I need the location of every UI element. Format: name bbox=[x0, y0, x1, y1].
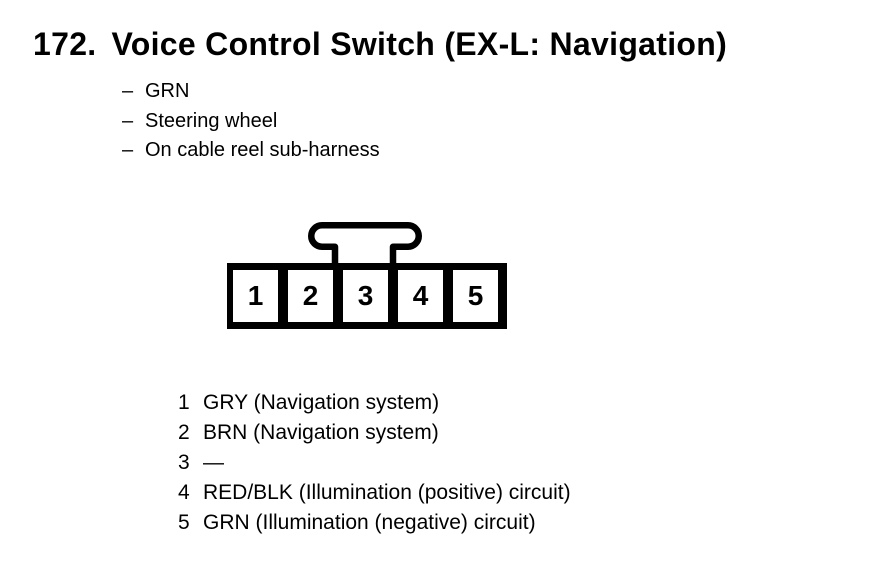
pin-number: 4 bbox=[178, 481, 190, 504]
connector-details-list: – GRN – Steering wheel – On cable reel s… bbox=[122, 77, 380, 166]
detail-text: Steering wheel bbox=[145, 109, 278, 132]
detail-item-location: – Steering wheel bbox=[122, 107, 380, 137]
pin-wire-description: BRN (Navigation system) bbox=[203, 421, 439, 444]
figure-title: 172. Voice Control Switch (EX-L: Navigat… bbox=[33, 26, 727, 63]
cavity-number-4: 4 bbox=[413, 280, 429, 311]
pin-wire-description: RED/BLK (Illumination (positive) circuit… bbox=[203, 481, 571, 504]
connector-cavity-2 bbox=[288, 270, 333, 322]
figure-number: 172. bbox=[33, 26, 97, 62]
pin-wire-description: GRN (Illumination (negative) circuit) bbox=[203, 511, 536, 534]
pin-row-1: 1 GRY (Navigation system) bbox=[178, 388, 571, 418]
pin-row-5: 5 GRN (Illumination (negative) circuit) bbox=[178, 508, 571, 538]
detail-item-harness: – On cable reel sub-harness bbox=[122, 136, 380, 166]
connector-cavity-3 bbox=[343, 270, 388, 322]
pin-row-4: 4 RED/BLK (Illumination (positive) circu… bbox=[178, 478, 571, 508]
pin-row-3: 3 — bbox=[178, 448, 571, 478]
connector-diagram: 1 2 3 4 5 bbox=[227, 222, 507, 329]
pin-wire-description: — bbox=[203, 451, 224, 474]
pin-number: 1 bbox=[178, 391, 190, 414]
pin-number: 5 bbox=[178, 511, 190, 534]
connector-cavity-1 bbox=[233, 270, 278, 322]
cavity-number-1: 1 bbox=[248, 280, 264, 311]
detail-item-color: – GRN bbox=[122, 77, 380, 107]
connector-cavity-4 bbox=[398, 270, 443, 322]
pin-number: 2 bbox=[178, 421, 190, 444]
dash-bullet: – bbox=[122, 80, 134, 102]
dash-bullet: – bbox=[122, 139, 134, 161]
pin-number: 3 bbox=[178, 451, 190, 474]
connector-cavity-5 bbox=[453, 270, 498, 322]
pin-row-2: 2 BRN (Navigation system) bbox=[178, 418, 571, 448]
cavity-number-3: 3 bbox=[358, 280, 374, 311]
pin-function-list: 1 GRY (Navigation system) 2 BRN (Navigat… bbox=[178, 388, 571, 538]
cavity-number-2: 2 bbox=[303, 280, 319, 311]
pin-wire-description: GRY (Navigation system) bbox=[203, 391, 440, 414]
connector-latch-tab-icon bbox=[308, 222, 422, 269]
detail-text: On cable reel sub-harness bbox=[145, 139, 380, 161]
cavity-number-5: 5 bbox=[468, 280, 484, 311]
figure-title-text: Voice Control Switch (EX-L: Navigation) bbox=[111, 26, 728, 62]
detail-text: GRN bbox=[145, 80, 190, 102]
dash-bullet: – bbox=[122, 109, 134, 132]
